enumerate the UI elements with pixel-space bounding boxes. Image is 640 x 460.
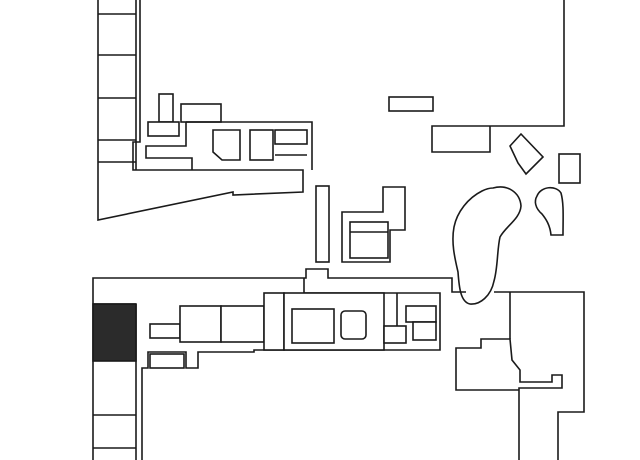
south-room-1[interactable]	[149, 323, 181, 339]
pond-island[interactable]	[452, 186, 522, 305]
southeast-building	[455, 291, 585, 460]
central-tower[interactable]	[315, 185, 330, 263]
east-hall-kiosk[interactable]	[388, 96, 434, 112]
north-lab-1[interactable]	[212, 129, 241, 161]
south-room-4[interactable]	[263, 292, 285, 351]
south-building-outline	[92, 268, 466, 460]
south-room-7[interactable]	[412, 321, 437, 341]
north-room-c[interactable]	[180, 103, 222, 123]
west-wing-room-3[interactable]	[92, 303, 137, 362]
south-annex[interactable]	[149, 353, 185, 369]
south-hall-stage[interactable]	[291, 308, 335, 344]
south-room-2[interactable]	[179, 305, 222, 343]
south-room-3[interactable]	[220, 305, 265, 343]
north-room-a[interactable]	[158, 93, 174, 123]
north-building	[97, 0, 313, 221]
east-hall-outline	[431, 0, 565, 153]
gate-house[interactable]	[558, 153, 581, 184]
southeast-building-outline	[455, 291, 585, 460]
north-lab-3[interactable]	[274, 129, 308, 145]
north-room-b[interactable]	[147, 121, 180, 137]
south-room-6[interactable]	[405, 305, 437, 323]
pavilion-teardrop[interactable]	[534, 186, 564, 236]
north-lab-2[interactable]	[249, 129, 274, 161]
central-block-inner[interactable]	[349, 221, 389, 259]
pavilion-angled[interactable]	[509, 132, 545, 176]
north-corridor	[145, 121, 313, 170]
south-room-5[interactable]	[383, 325, 407, 344]
south-hall-booth[interactable]	[340, 310, 367, 340]
east-hall	[388, 0, 565, 153]
south-building	[92, 268, 466, 460]
